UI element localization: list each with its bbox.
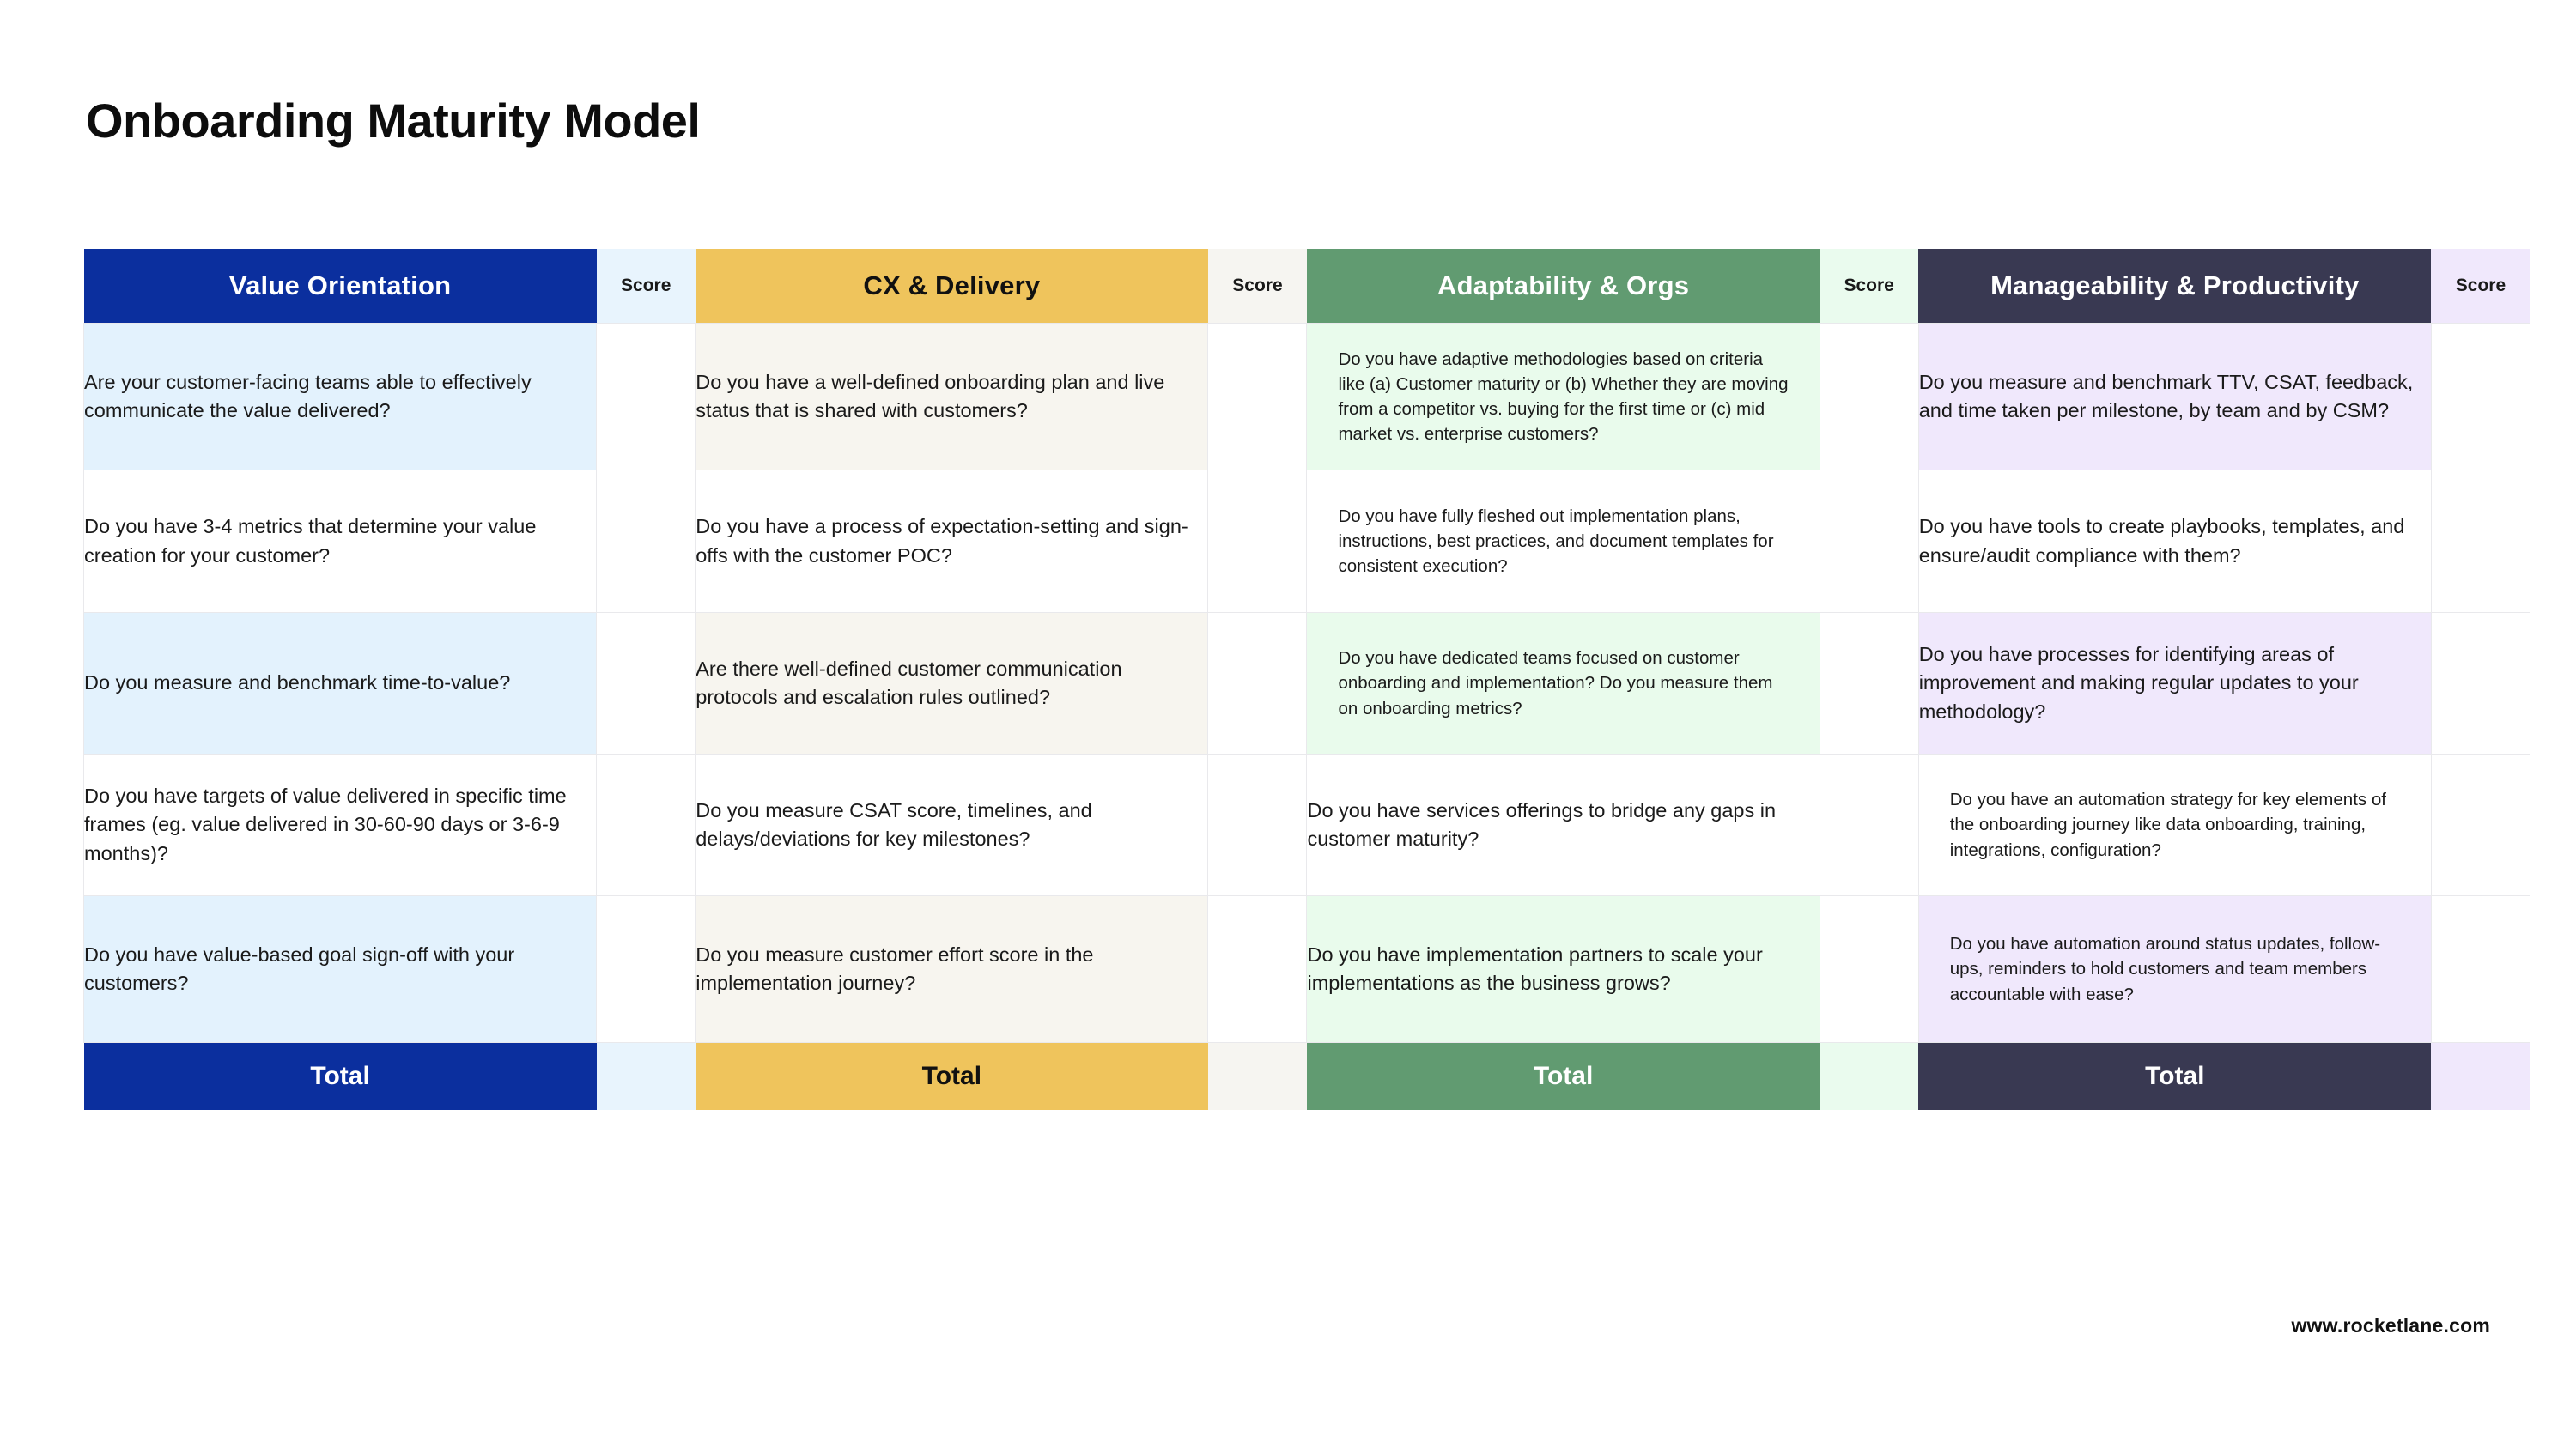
column-header-cx_delivery: CX & Delivery — [695, 249, 1208, 324]
question-cell-manageability_productivity-1: Do you measure and benchmark TTV, CSAT, … — [1917, 323, 2432, 470]
question-cell-cx_delivery-4: Do you measure CSAT score, timelines, an… — [695, 754, 1209, 896]
table-row: Do you have 3-4 metrics that determine y… — [82, 470, 2531, 613]
score-input-cell-manageability_productivity-3[interactable] — [2430, 612, 2531, 755]
question-cell-cx_delivery-1: Do you have a well-defined onboarding pl… — [695, 323, 1209, 470]
question-cell-value_orientation-1: Are your customer-facing teams able to e… — [82, 323, 598, 470]
column-header-adaptability_orgs: Adaptability & Orgs — [1306, 249, 1820, 324]
question-cell-value_orientation-4: Do you have targets of value delivered i… — [82, 754, 598, 896]
column-header-value_orientation: Value Orientation — [83, 249, 597, 324]
total-score-cell-value_orientation[interactable] — [596, 1042, 696, 1110]
table-row: Do you have value-based goal sign-off wi… — [82, 895, 2531, 1043]
question-cell-value_orientation-2: Do you have 3-4 metrics that determine y… — [82, 470, 598, 613]
question-cell-cx_delivery-3: Are there well-defined customer communic… — [695, 612, 1209, 755]
page-title: Onboarding Maturity Model — [86, 94, 701, 148]
score-input-cell-manageability_productivity-5[interactable] — [2430, 895, 2531, 1043]
score-input-cell-adaptability_orgs-3[interactable] — [1819, 612, 1919, 755]
total-score-cell-adaptability_orgs[interactable] — [1820, 1042, 1919, 1110]
score-input-cell-manageability_productivity-1[interactable] — [2430, 323, 2531, 470]
table-row: Do you measure and benchmark time-to-val… — [82, 612, 2531, 755]
question-cell-manageability_productivity-4: Do you have an automation strategy for k… — [1917, 754, 2432, 896]
score-header-manageability_productivity: Score — [2431, 249, 2530, 324]
score-input-cell-value_orientation-3[interactable] — [596, 612, 696, 755]
question-cell-adaptability_orgs-3: Do you have dedicated teams focused on c… — [1306, 612, 1820, 755]
score-input-cell-manageability_productivity-2[interactable] — [2430, 470, 2531, 613]
score-input-cell-adaptability_orgs-2[interactable] — [1819, 470, 1919, 613]
score-input-cell-adaptability_orgs-1[interactable] — [1819, 323, 1919, 470]
score-input-cell-value_orientation-1[interactable] — [596, 323, 696, 470]
score-header-adaptability_orgs: Score — [1820, 249, 1919, 324]
question-cell-adaptability_orgs-2: Do you have fully fleshed out implementa… — [1306, 470, 1820, 613]
score-input-cell-value_orientation-2[interactable] — [596, 470, 696, 613]
table-row: Are your customer-facing teams able to e… — [82, 323, 2531, 470]
question-cell-adaptability_orgs-1: Do you have adaptive methodologies based… — [1306, 323, 1820, 470]
question-cell-manageability_productivity-2: Do you have tools to create playbooks, t… — [1917, 470, 2432, 613]
total-label-cx_delivery: Total — [695, 1042, 1208, 1110]
question-cell-cx_delivery-5: Do you measure customer effort score in … — [695, 895, 1209, 1043]
total-label-adaptability_orgs: Total — [1306, 1042, 1820, 1110]
question-cell-manageability_productivity-5: Do you have automation around status upd… — [1917, 895, 2432, 1043]
score-input-cell-adaptability_orgs-5[interactable] — [1819, 895, 1919, 1043]
column-header-manageability_productivity: Manageability & Productivity — [1918, 249, 2432, 324]
question-cell-value_orientation-3: Do you measure and benchmark time-to-val… — [82, 612, 598, 755]
score-input-cell-cx_delivery-2[interactable] — [1207, 470, 1308, 613]
question-cell-cx_delivery-2: Do you have a process of expectation-set… — [695, 470, 1209, 613]
score-input-cell-value_orientation-4[interactable] — [596, 754, 696, 896]
total-row: Total Total Total Total — [83, 1042, 2530, 1110]
table-footer: Total Total Total Total — [83, 1042, 2530, 1110]
total-score-cell-manageability_productivity[interactable] — [2431, 1042, 2530, 1110]
question-cell-adaptability_orgs-5: Do you have implementation partners to s… — [1306, 895, 1820, 1043]
question-cell-adaptability_orgs-4: Do you have services offerings to bridge… — [1306, 754, 1820, 896]
score-input-cell-adaptability_orgs-4[interactable] — [1819, 754, 1919, 896]
score-input-cell-cx_delivery-3[interactable] — [1207, 612, 1308, 755]
score-input-cell-cx_delivery-4[interactable] — [1207, 754, 1308, 896]
score-input-cell-cx_delivery-1[interactable] — [1207, 323, 1308, 470]
score-input-cell-value_orientation-5[interactable] — [596, 895, 696, 1043]
total-score-cell-cx_delivery[interactable] — [1207, 1042, 1307, 1110]
total-label-manageability_productivity: Total — [1918, 1042, 2432, 1110]
total-label-value_orientation: Total — [83, 1042, 597, 1110]
question-cell-value_orientation-5: Do you have value-based goal sign-off wi… — [82, 895, 598, 1043]
table-row: Do you have targets of value delivered i… — [82, 754, 2531, 896]
score-header-cx_delivery: Score — [1207, 249, 1307, 324]
footer-website-url: www.rocketlane.com — [2291, 1314, 2490, 1337]
table-body: Are your customer-facing teams able to e… — [82, 323, 2531, 1043]
score-input-cell-manageability_productivity-4[interactable] — [2430, 754, 2531, 896]
score-header-value_orientation: Score — [596, 249, 696, 324]
question-cell-manageability_productivity-3: Do you have processes for identifying ar… — [1917, 612, 2432, 755]
score-input-cell-cx_delivery-5[interactable] — [1207, 895, 1308, 1043]
